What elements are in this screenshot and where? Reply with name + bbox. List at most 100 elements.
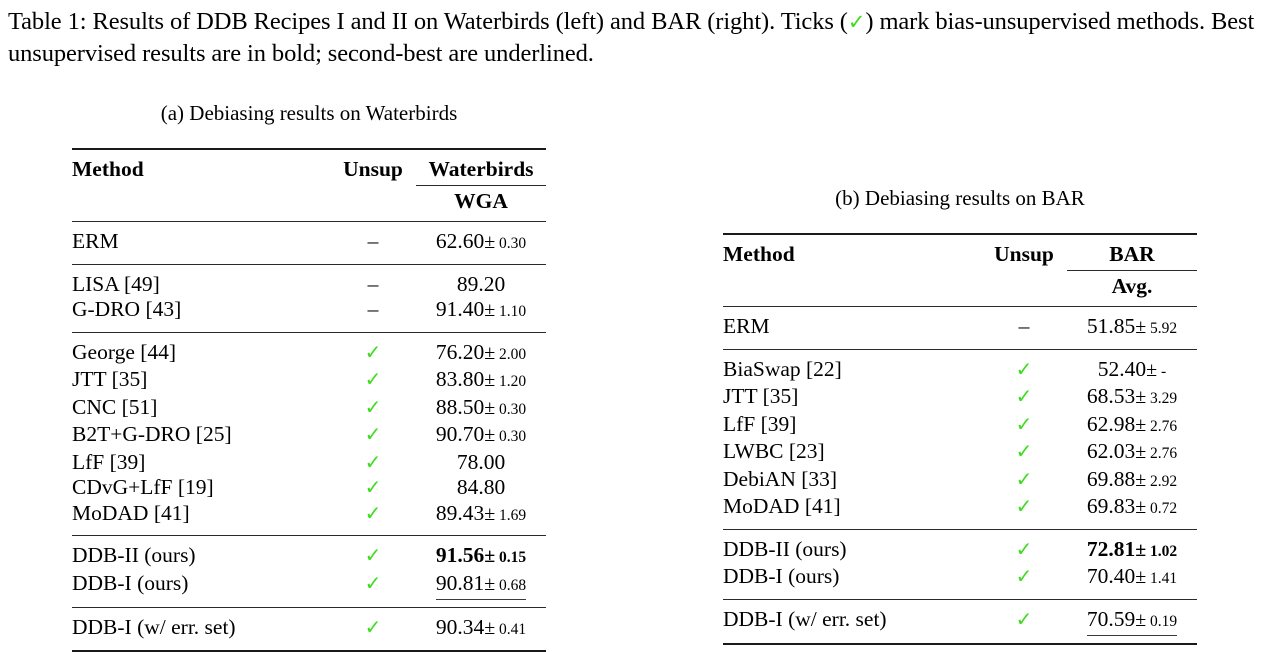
check-icon: ✓ bbox=[364, 543, 382, 567]
column-header-method: Method bbox=[72, 157, 144, 181]
check-icon: ✓ bbox=[364, 394, 382, 419]
cell-unsup-check: ✓ bbox=[981, 467, 1067, 495]
row-spacer bbox=[723, 522, 1197, 530]
table-rule bbox=[723, 306, 1197, 307]
table-row: LfF [39]✓62.98± 2.76 bbox=[723, 412, 1197, 440]
plus-minus-icon: ± bbox=[1135, 538, 1147, 561]
cell-score: 90.70± 0.30 bbox=[416, 422, 546, 450]
score-value: 52.40± - bbox=[1098, 357, 1166, 385]
subtable-caption: (a) Debiasing results on Waterbirds bbox=[160, 101, 458, 125]
score-value: 90.70± 0.30 bbox=[436, 422, 526, 450]
dash-icon: – bbox=[367, 297, 379, 321]
plus-minus-icon: ± bbox=[484, 396, 496, 419]
row-spacer bbox=[72, 265, 546, 272]
score-std: 2.92 bbox=[1146, 472, 1178, 490]
plus-minus-icon: ± bbox=[1135, 441, 1147, 463]
cell-unsup-check: ✓ bbox=[981, 412, 1067, 440]
plus-minus-icon: ± bbox=[484, 424, 496, 446]
subtable-caption: (b) Debiasing results on BAR bbox=[835, 186, 1085, 210]
check-icon: ✓ bbox=[1015, 356, 1033, 381]
cell-method: George [44] bbox=[72, 339, 177, 364]
cell-unsup-dash: – bbox=[330, 272, 416, 298]
plus-minus-icon: ± bbox=[1146, 358, 1158, 381]
score-std: 1.10 bbox=[495, 303, 527, 320]
cell-unsup-check: ✓ bbox=[981, 494, 1067, 522]
plus-minus-icon: ± bbox=[1135, 316, 1147, 338]
dash-icon: – bbox=[1018, 314, 1030, 338]
check-icon: ✓ bbox=[364, 475, 382, 499]
score-std: 0.15 bbox=[495, 549, 527, 566]
score-std: 1.02 bbox=[1146, 542, 1178, 560]
check-icon: ✓ bbox=[364, 500, 382, 525]
cell-method: CNC [51] bbox=[72, 394, 158, 419]
cell-unsup-check: ✓ bbox=[330, 543, 416, 571]
table-row: BiaSwap [22]✓52.40± - bbox=[723, 357, 1197, 385]
cell-score: 69.83± 0.72 bbox=[1067, 494, 1197, 522]
cell-unsup-check: ✓ bbox=[330, 475, 416, 501]
cell-method: MoDAD [41] bbox=[72, 500, 190, 525]
cell-score: 89.20 bbox=[416, 272, 546, 298]
table-row: DebiAN [33]✓69.88± 2.92 bbox=[723, 467, 1197, 495]
check-icon: ✓ bbox=[364, 339, 382, 364]
cell-method: ERM bbox=[723, 314, 770, 338]
score-value: 69.88± 2.92 bbox=[1087, 467, 1177, 495]
cell-method: ERM bbox=[72, 229, 119, 253]
metric-label: Avg. bbox=[1111, 274, 1153, 298]
cell-unsup-check: ✓ bbox=[330, 571, 416, 601]
score-mean: 89.43 bbox=[435, 500, 485, 525]
score-value: 70.40± 1.41 bbox=[1087, 564, 1177, 592]
row-spacer bbox=[723, 307, 1197, 314]
score-std: 1.41 bbox=[1146, 570, 1178, 587]
cell-score: 83.80± 1.20 bbox=[416, 367, 546, 395]
score-std: 5.92 bbox=[1146, 320, 1178, 337]
cell-unsup-check: ✓ bbox=[330, 450, 416, 476]
cell-score: 70.59± 0.19 bbox=[1067, 607, 1197, 636]
row-spacer bbox=[72, 150, 546, 157]
score-std: 0.30 bbox=[495, 400, 527, 418]
caption-prefix: Table 1: Results of DDB Recipes I and II… bbox=[8, 8, 848, 35]
cell-unsup-check: ✓ bbox=[330, 395, 416, 423]
row-spacer bbox=[72, 528, 546, 536]
column-header-unsup: Unsup bbox=[994, 242, 1054, 266]
score-std: 2.00 bbox=[495, 345, 527, 363]
check-icon: ✓ bbox=[364, 422, 382, 446]
table-row: MoDAD [41]✓89.43± 1.69 bbox=[72, 501, 546, 529]
score-value: 88.50± 0.30 bbox=[436, 395, 526, 423]
table-rule bbox=[72, 607, 546, 608]
plus-minus-icon: ± bbox=[484, 502, 496, 525]
cell-method: DDB-I (ours) bbox=[72, 570, 189, 595]
table-rule bbox=[72, 221, 546, 222]
score-value: 84.80 bbox=[457, 475, 505, 501]
dataset-group-label: BAR bbox=[1067, 242, 1197, 271]
cell-method: LISA [49] bbox=[72, 271, 160, 296]
cell-unsup-check: ✓ bbox=[981, 439, 1067, 467]
score-mean: 51.85 bbox=[1086, 314, 1136, 338]
table-row: LfF [39] ✓ 78.00 bbox=[72, 450, 546, 476]
table-row: DDB-II (ours)✓91.56± 0.15 bbox=[72, 543, 546, 571]
score-mean: 90.70 bbox=[435, 422, 485, 446]
cell-method: JTT [35] bbox=[72, 367, 148, 391]
row-spacer bbox=[72, 257, 546, 265]
row-spacer bbox=[723, 592, 1197, 600]
score-value: 76.20± 2.00 bbox=[436, 340, 526, 368]
score-mean: 88.50 bbox=[435, 394, 485, 419]
row-spacer bbox=[72, 600, 546, 608]
score-mean: 72.81 bbox=[1086, 536, 1136, 561]
cell-score: 88.50± 0.30 bbox=[416, 395, 546, 423]
column-header-method: Method bbox=[723, 242, 795, 266]
score-std: 0.30 bbox=[495, 235, 527, 252]
cell-method: JTT [35] bbox=[723, 384, 799, 408]
caption-suffix: ) mark bias-unsupervised methods. Best u… bbox=[8, 8, 1255, 67]
cell-score: 62.60± 0.30 bbox=[416, 229, 546, 257]
check-icon: ✓ bbox=[364, 615, 382, 639]
score-mean: 90.34 bbox=[435, 615, 485, 639]
check-icon: ✓ bbox=[1015, 494, 1033, 518]
score-mean: 78.00 bbox=[456, 449, 506, 474]
cell-method: DDB-II (ours) bbox=[72, 543, 196, 567]
score-value: 89.20 bbox=[457, 272, 505, 298]
score-mean: 52.40 bbox=[1097, 356, 1147, 381]
table-row: ERM–62.60± 0.30 bbox=[72, 229, 546, 257]
cell-method: LfF [39] bbox=[72, 449, 146, 474]
